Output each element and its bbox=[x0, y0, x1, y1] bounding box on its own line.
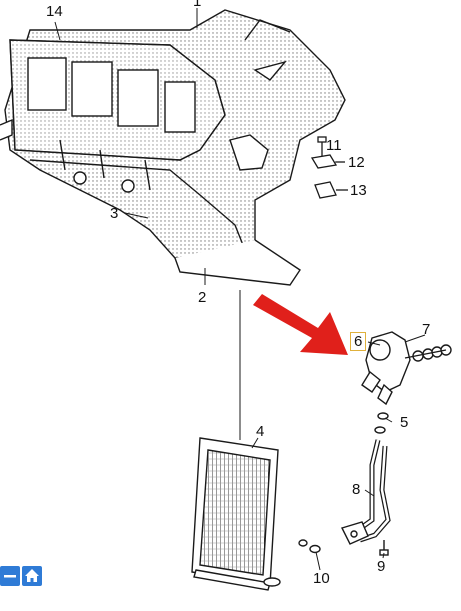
heater-core bbox=[191, 437, 281, 591]
leader-lines bbox=[54, 8, 426, 571]
water-valve-assembly bbox=[298, 331, 452, 556]
callout-10: 10 bbox=[313, 570, 330, 587]
callout-7: 7 bbox=[422, 321, 431, 338]
callout-14: 14 bbox=[46, 3, 63, 20]
callout-2: 2 bbox=[198, 289, 207, 306]
zoom-out-button[interactable] bbox=[0, 566, 20, 586]
callout-4: 4 bbox=[256, 423, 265, 440]
callout-13: 13 bbox=[350, 182, 367, 199]
home-button[interactable] bbox=[22, 566, 42, 586]
callout-6-highlighted: 6 bbox=[350, 332, 367, 351]
callout-3: 3 bbox=[110, 205, 119, 222]
callout-1: 1 bbox=[193, 0, 202, 10]
callout-5: 5 bbox=[400, 414, 409, 431]
heater-housing bbox=[0, 9, 346, 286]
fastener-parts bbox=[310, 136, 348, 199]
red-pointer-arrow bbox=[253, 294, 348, 355]
minus-icon bbox=[4, 575, 16, 578]
callout-9: 9 bbox=[377, 558, 386, 575]
callout-12: 12 bbox=[348, 154, 365, 171]
callout-8: 8 bbox=[352, 481, 361, 498]
home-icon bbox=[25, 569, 39, 582]
callout-11: 11 bbox=[326, 137, 342, 154]
